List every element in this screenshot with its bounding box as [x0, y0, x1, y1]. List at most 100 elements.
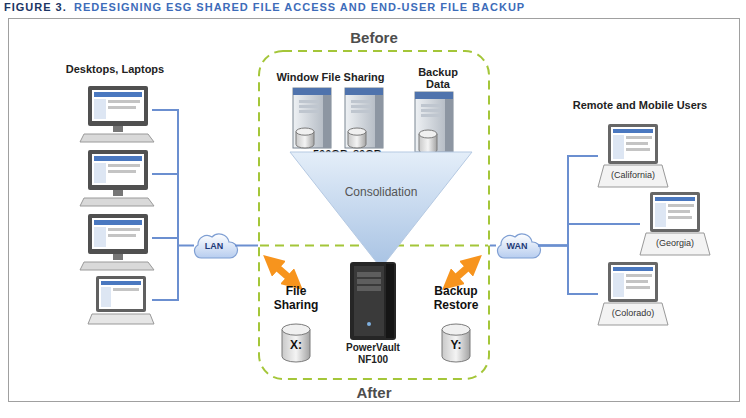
screen-banner — [94, 92, 142, 97]
laptop-base — [88, 314, 154, 324]
drive-bay — [351, 105, 371, 108]
triangle-outline — [290, 152, 472, 268]
screen-content — [668, 216, 692, 219]
node-text: Before — [258, 29, 490, 46]
desktop-computer — [80, 150, 154, 206]
laptop-screen — [99, 279, 143, 309]
file-server: 500GB — [293, 88, 337, 160]
drive-bay — [299, 110, 319, 113]
server-top — [293, 88, 331, 95]
screen-content — [626, 148, 650, 151]
screen-banner — [613, 129, 653, 133]
figure-number: FIGURE 3. — [4, 1, 67, 14]
keyboard — [80, 134, 154, 142]
tower-side — [386, 264, 394, 338]
laptop-base — [598, 165, 668, 187]
node-text: After — [258, 384, 490, 401]
network-cloud: LAN — [193, 232, 235, 259]
screen-content — [626, 274, 652, 277]
node-text: (Colorado) — [598, 308, 668, 318]
laptop-computer — [88, 276, 154, 324]
drive-bay — [351, 100, 371, 103]
node-text: Y: — [428, 339, 484, 353]
double-arrow — [271, 262, 295, 283]
screen-content — [668, 210, 690, 213]
screen-sidebar — [101, 287, 111, 307]
network-drive: File SharingX: — [270, 284, 322, 366]
drive-bay — [421, 109, 441, 112]
server-side — [323, 88, 331, 148]
monitor-bezel — [88, 86, 148, 126]
laptop-base — [598, 303, 668, 325]
screen-content — [626, 280, 648, 283]
keyboard — [80, 198, 154, 206]
server-body — [345, 88, 383, 148]
monitor-screen — [92, 90, 144, 121]
connector-line — [538, 156, 598, 246]
backup-server — [415, 92, 453, 154]
desktop-computer — [80, 86, 154, 142]
power-light — [367, 322, 371, 326]
consolidation-funnel — [290, 152, 472, 268]
server-side — [445, 92, 453, 152]
screen-content — [626, 136, 652, 139]
monitor-bezel — [88, 150, 148, 190]
file-server: 80GB — [345, 88, 389, 160]
laptop-screen — [611, 127, 655, 161]
keyboard — [80, 262, 154, 270]
drive-bay — [299, 100, 319, 103]
laptop-bezel — [608, 124, 658, 164]
remote-laptop: (Georgia) — [640, 192, 710, 256]
node-text: LAN — [193, 241, 235, 251]
node-text: Consolidation — [290, 186, 472, 200]
drive-bay — [357, 272, 381, 277]
drive-bay — [357, 286, 381, 291]
remote-laptop: (California) — [598, 124, 668, 188]
double-arrow — [450, 262, 474, 283]
monitor-stand — [113, 254, 123, 260]
wire — [178, 245, 194, 247]
drive-bay — [421, 114, 441, 117]
drive-bay — [351, 110, 371, 113]
screen-sidebar — [655, 203, 666, 227]
monitor-stand — [113, 126, 123, 132]
screen-content — [626, 142, 648, 145]
wire — [152, 299, 178, 301]
group-heading: Window File Sharing — [268, 71, 393, 84]
wire — [152, 237, 178, 239]
screen-sidebar — [94, 227, 106, 247]
figure-frame — [9, 19, 740, 402]
node-text: PowerVault NF100 — [338, 342, 408, 366]
disk-top — [442, 324, 470, 335]
lan-bracket — [152, 109, 194, 301]
disk-top — [419, 130, 437, 138]
group-heading: Remote and Mobile Users — [560, 99, 720, 112]
network-drive: Backup RestoreY: — [428, 284, 484, 366]
monitor-bezel — [88, 214, 148, 254]
laptop-bezel — [96, 276, 146, 312]
connector-line — [490, 245, 496, 247]
monitor-screen — [92, 154, 144, 185]
disk-top — [296, 128, 314, 135]
screen-banner — [94, 156, 142, 161]
monitor-stand — [113, 190, 123, 196]
wire — [152, 173, 178, 175]
connector-line — [235, 245, 258, 247]
tower-body — [350, 262, 396, 340]
node-text: (California) — [598, 170, 668, 180]
remote-laptop: (Colorado) — [598, 262, 668, 326]
laptop-bezel — [650, 192, 700, 232]
server-top — [345, 88, 383, 95]
screen-content — [668, 204, 694, 207]
drive-bay — [299, 105, 319, 108]
connector-line — [538, 224, 640, 246]
screen-content — [108, 234, 136, 237]
screen-content — [108, 164, 140, 167]
server-side — [375, 88, 383, 148]
laptop-bezel — [608, 262, 658, 302]
monitor-screen — [92, 218, 144, 249]
screen-banner — [101, 281, 141, 285]
server-top — [415, 92, 453, 99]
